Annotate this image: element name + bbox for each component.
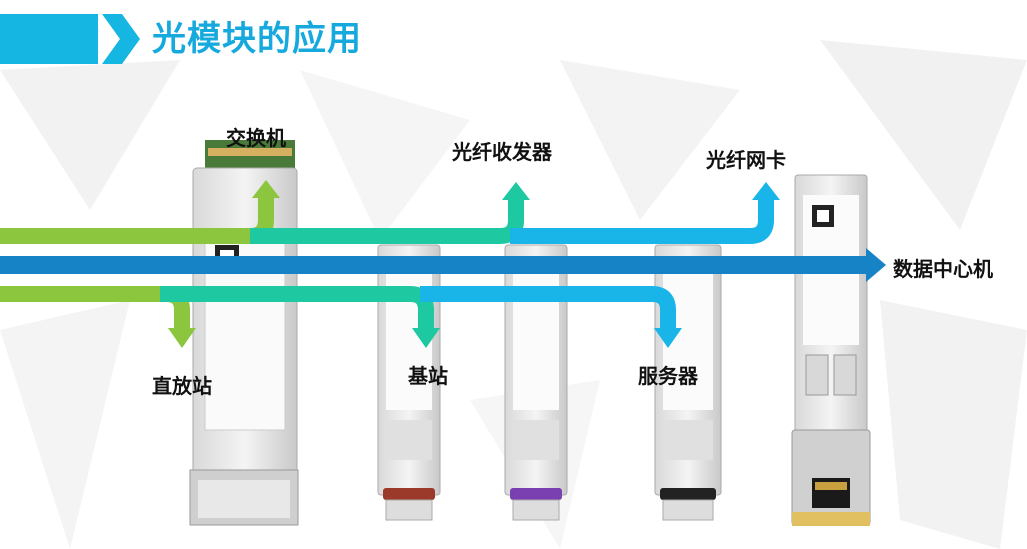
header-accent-bar	[0, 14, 98, 64]
label-nic: 光纤网卡	[706, 148, 786, 172]
sfp-module-2	[504, 244, 568, 521]
label-data-center: 数据中心机	[893, 257, 993, 281]
label-media-converter: 光纤收发器	[452, 140, 552, 164]
electrical-sfp-module	[791, 174, 871, 526]
arrow-repeater	[0, 286, 190, 330]
label-server: 服务器	[638, 364, 698, 388]
label-repeater: 直放站	[152, 374, 212, 398]
chevron-right-icon	[102, 14, 140, 64]
arrow-server	[420, 286, 676, 330]
page-title: 光模块的应用	[152, 19, 362, 59]
arrow-data-center	[0, 256, 868, 274]
arrow-nic	[510, 198, 774, 244]
label-base-station: 基站	[408, 364, 448, 388]
xfp-module	[189, 140, 299, 526]
label-switch: 交换机	[226, 126, 286, 150]
